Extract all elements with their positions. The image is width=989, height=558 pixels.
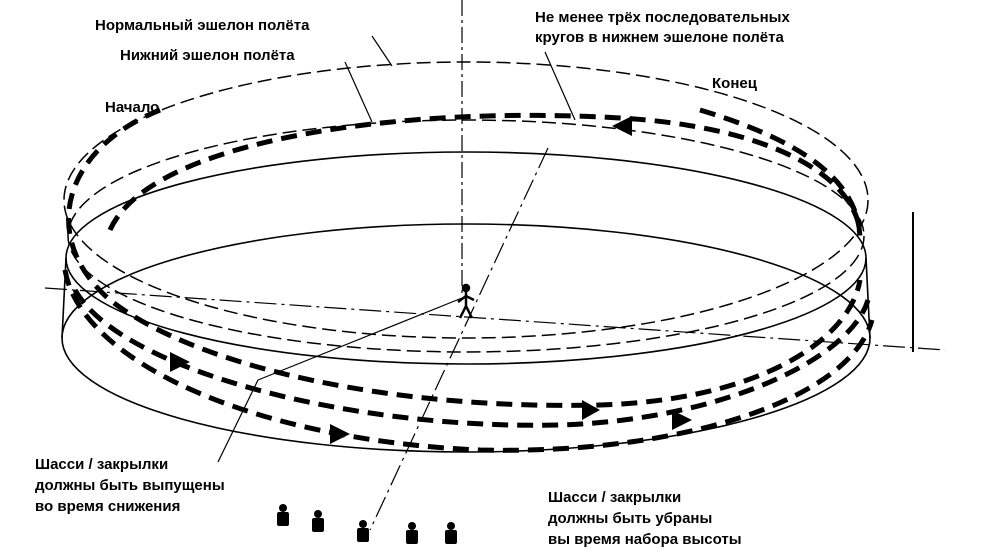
label-start: Начало xyxy=(105,99,159,116)
spectator-icon xyxy=(277,504,457,544)
horizontal-axis xyxy=(44,287,946,351)
label-climb-1: Шасси / закрылки xyxy=(548,489,681,506)
climb-path xyxy=(62,269,875,453)
label-end: Конец xyxy=(712,75,758,92)
label-three-circles-1: Не менее трёх последовательных xyxy=(535,9,790,26)
label-lower-level: Нижний эшелон полёта xyxy=(120,47,295,64)
orbit-path-upper xyxy=(107,112,863,232)
normal-level-orbit xyxy=(63,61,869,339)
arrow-right-lower-2 xyxy=(330,424,350,444)
diagonal-axis xyxy=(369,147,549,531)
arrow-left-upper xyxy=(612,116,632,136)
arrow-right-lower-4 xyxy=(582,400,600,420)
label-descent-2: должны быть выпущены xyxy=(35,477,225,494)
label-normal-level: Нормальный эшелон полёта xyxy=(95,17,310,34)
leader-lower-level xyxy=(344,61,373,123)
descent-path xyxy=(66,107,863,408)
orbit-path-middle xyxy=(72,288,871,428)
leader-descent-2 xyxy=(257,297,463,381)
end-path xyxy=(699,107,863,241)
label-three-circles-2: кругов в нижнем эшелоне полёта xyxy=(535,29,784,46)
label-descent-3: во время снижения xyxy=(35,498,180,515)
ground-circle-top xyxy=(65,151,867,365)
arrow-right-lower-3 xyxy=(672,410,692,430)
leader-normal-level xyxy=(371,35,393,67)
label-climb-3: вы время набора высоты xyxy=(548,531,742,548)
lower-level-orbit xyxy=(67,119,865,353)
label-descent-1: Шасси / закрылки xyxy=(35,456,168,473)
leader-three-circles xyxy=(544,51,576,121)
leader-descent xyxy=(217,379,259,463)
label-climb-2: должны быть убраны xyxy=(548,510,712,527)
observer-icon xyxy=(457,283,475,319)
arrow-right-lower-1 xyxy=(170,352,190,372)
